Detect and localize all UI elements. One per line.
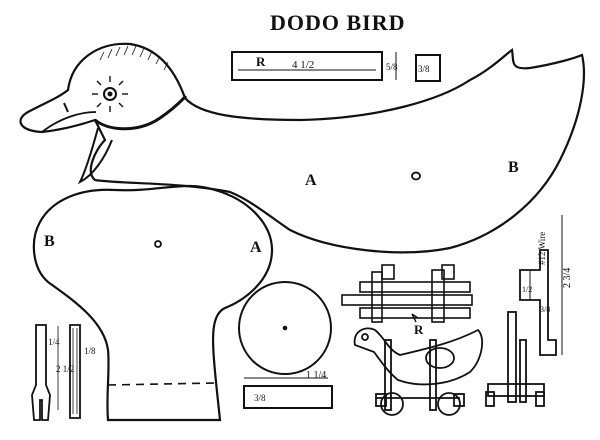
assembled-duck (353, 327, 484, 416)
axle-length-text: 2 1/2 (56, 364, 74, 374)
beak-line (41, 111, 97, 133)
bar-end-section (415, 54, 441, 82)
leg-label-b: B (44, 233, 55, 250)
eye-pupil (107, 91, 113, 97)
leg-pivot-hole (154, 240, 162, 248)
axle-strips (31, 324, 81, 421)
head-neck-band (94, 94, 188, 131)
wire-label: #12 Wire (537, 232, 547, 265)
head-hatching (99, 45, 169, 71)
wheel (238, 281, 332, 375)
leg-dashed-line (107, 382, 219, 386)
lower-beak (77, 127, 113, 185)
wheel-width-text: 1 1/4 (306, 370, 326, 381)
leg-outline (32, 184, 274, 422)
wire-length-text: 2 3/4 (562, 268, 573, 288)
wheel-edge-section (243, 385, 333, 409)
axle-top-text: 1/4 (48, 337, 60, 347)
body-label-a: A (305, 172, 317, 189)
axle-side-text: 1/8 (84, 346, 96, 356)
bar-r-label: R (256, 54, 266, 69)
body-label-b: B (508, 159, 519, 176)
wire-seg1-text: 1/2 (522, 285, 532, 294)
beak-tick (63, 102, 69, 113)
bar-width-text: 5/8 (386, 62, 398, 72)
wheel-thickness-text: 3/8 (254, 393, 266, 403)
wheel-axle-hole (282, 325, 288, 331)
upright-stand (485, 311, 545, 407)
assembly-arrow (411, 313, 419, 323)
bar-thickness-text: 3/8 (418, 64, 430, 74)
body-pivot-hole (411, 171, 421, 181)
body-outline (19, 42, 585, 254)
drawing-title: DODO BIRD (270, 10, 406, 35)
wire-bracket (519, 215, 563, 356)
assembly-bars (341, 264, 473, 323)
bar-r (231, 51, 383, 81)
eye-rays (92, 76, 128, 112)
eye (103, 87, 117, 101)
assembly-label-r: R (414, 322, 424, 337)
wire-seg2-text: 3/8 (540, 305, 550, 314)
leg-label-a: A (250, 239, 262, 256)
bar-length-text: 4 1/2 (292, 59, 314, 71)
